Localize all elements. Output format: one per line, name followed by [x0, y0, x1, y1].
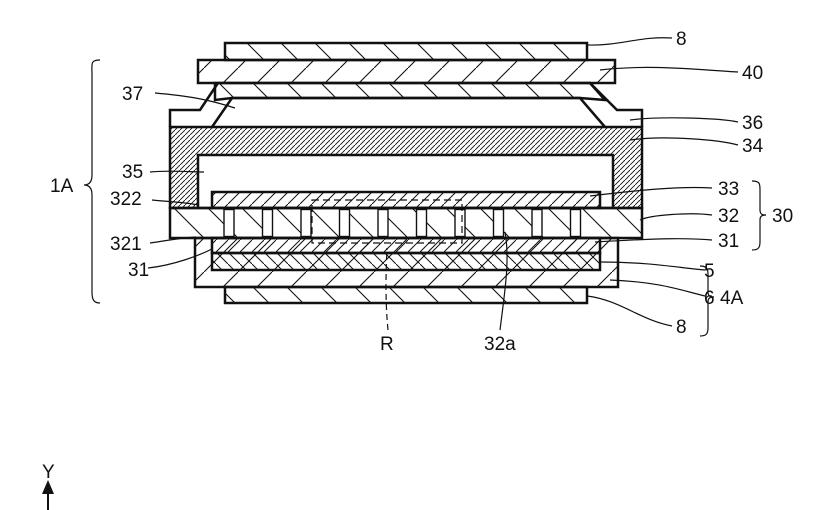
- label-1A: 1A: [50, 176, 74, 197]
- y-axis-arrow-icon: [42, 480, 54, 510]
- label-37: 37: [122, 84, 143, 105]
- layer-31: [212, 238, 600, 253]
- hole-32a: [417, 210, 427, 237]
- label-4A: 4A: [720, 288, 744, 309]
- label-32: 32: [718, 206, 739, 227]
- hole-32a: [571, 210, 581, 237]
- hole-32a: [494, 210, 504, 237]
- label-5: 5: [704, 261, 715, 282]
- layer-5: [212, 253, 600, 270]
- bottom-plate-8: [225, 287, 587, 303]
- label-32a: 32a: [484, 334, 516, 355]
- label-34: 34: [742, 136, 764, 157]
- label-322: 322: [110, 189, 142, 210]
- label-321: 321: [110, 234, 142, 255]
- label-axis-y: Y: [42, 462, 55, 483]
- label-40: 40: [742, 63, 763, 84]
- label-30: 30: [772, 206, 793, 227]
- top-plate-8: [225, 43, 587, 60]
- hole-32a: [455, 210, 465, 237]
- label-top-plate-8: 8: [676, 29, 687, 50]
- hole-32a: [532, 210, 542, 237]
- label-36: 36: [742, 113, 763, 134]
- label-31-right: 31: [718, 231, 739, 252]
- label-31-left: 31: [128, 260, 149, 281]
- label-bottom-plate-8: 8: [676, 317, 687, 338]
- hole-32a: [340, 210, 350, 237]
- label-R: R: [380, 334, 394, 355]
- label-6: 6: [704, 288, 715, 309]
- hole-32a: [378, 210, 388, 237]
- hole-32a: [224, 210, 234, 237]
- plate-40: [198, 60, 615, 83]
- hole-32a: [263, 210, 273, 237]
- label-33: 33: [718, 179, 739, 200]
- hole-32a: [301, 210, 311, 237]
- label-35: 35: [122, 162, 143, 183]
